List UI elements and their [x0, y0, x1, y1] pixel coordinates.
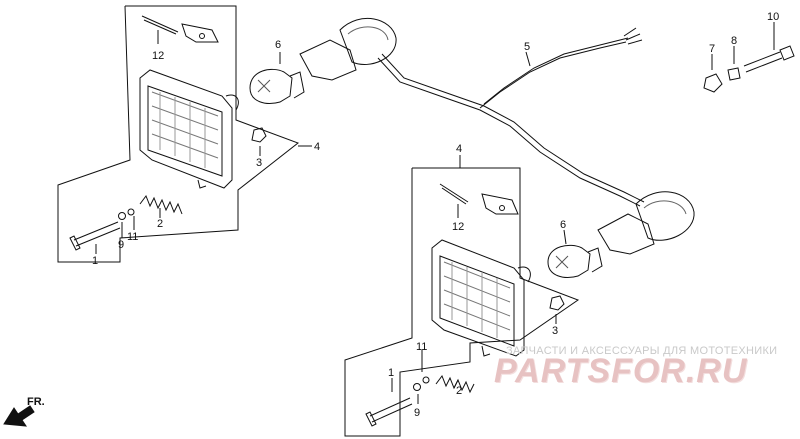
callout-7: 7 — [709, 43, 715, 55]
callout-12-right: 12 — [452, 221, 464, 233]
callout-11-left: 11 — [127, 231, 138, 243]
callout-9-right: 9 — [414, 407, 420, 419]
callout-3-right: 3 — [552, 325, 558, 337]
screw-left — [69, 221, 121, 251]
callout-10: 10 — [767, 11, 779, 23]
headlight-left — [139, 69, 239, 189]
watermark-caption: ЗАПЧАСТИ И АКСЕССУАРЫ ДЛЯ МОТОТЕХНИКИ — [506, 345, 778, 357]
screw-right — [365, 397, 413, 427]
front-direction-arrow-icon — [3, 405, 35, 427]
spring-right — [435, 374, 475, 394]
callout-1-right: 1 — [388, 367, 394, 379]
headlight-right — [431, 239, 531, 357]
assembly-box-left — [57, 5, 300, 263]
nut-left — [251, 127, 267, 143]
washer-right-9 — [413, 383, 421, 391]
callout-2-left: 2 — [157, 218, 163, 230]
collar-8 — [727, 67, 741, 81]
bulb-right — [547, 244, 603, 278]
callout-8: 8 — [731, 35, 737, 47]
callout-3-left: 3 — [256, 157, 262, 169]
callout-labels: 12 6 5 3 4 2 9 11 1 7 8 10 4 12 6 3 11 1… — [92, 11, 779, 419]
nut-right — [549, 295, 565, 311]
front-direction-label: FR. — [27, 396, 45, 408]
socket-left — [299, 17, 397, 81]
callout-5: 5 — [524, 41, 530, 53]
assembly-box-right — [344, 167, 580, 437]
leader-lines — [95, 22, 775, 404]
washer-left-11 — [127, 208, 135, 216]
watermark-logo: PARTSFOR.RU — [494, 352, 748, 390]
callout-2-right: 2 — [456, 385, 462, 397]
bolt-10 — [743, 45, 795, 73]
washer-right-11 — [422, 376, 430, 384]
bracket-left — [141, 15, 219, 43]
bracket-right — [439, 183, 519, 215]
callout-4-right: 4 — [456, 143, 462, 155]
callout-1-left: 1 — [92, 255, 98, 267]
callout-6-left: 6 — [275, 39, 281, 51]
callout-9-left: 9 — [118, 239, 124, 251]
callout-12-left: 12 — [152, 50, 164, 62]
callout-4-left: 4 — [314, 141, 320, 153]
spring-left — [139, 194, 183, 215]
socket-right — [597, 191, 695, 255]
grommet-7 — [703, 73, 723, 93]
callout-11-right: 11 — [416, 341, 427, 353]
callout-6-right: 6 — [560, 219, 566, 231]
bulb-left — [249, 68, 305, 104]
washer-left-9 — [118, 212, 126, 220]
wire-harness — [377, 27, 645, 207]
